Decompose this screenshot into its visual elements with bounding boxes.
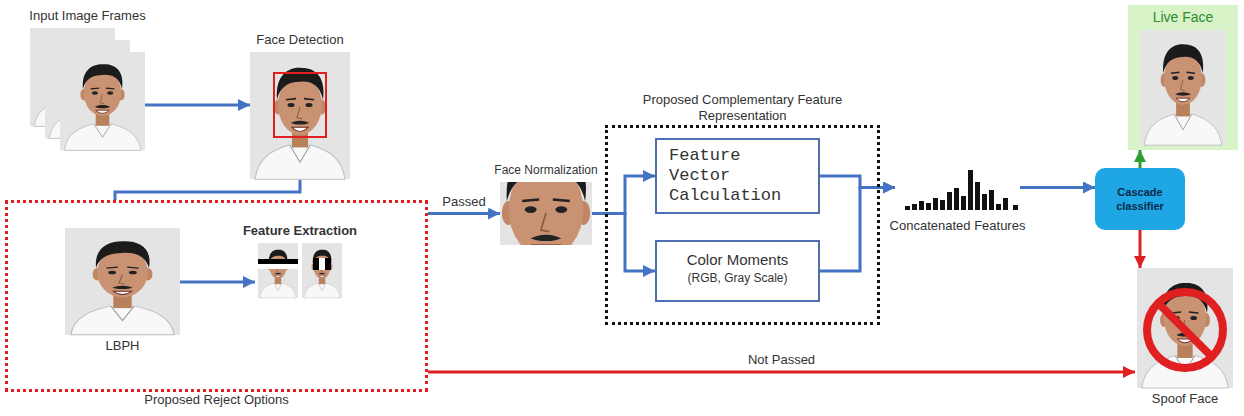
feature-region: Proposed Complementary Feature Represent… <box>605 125 880 325</box>
connector <box>115 180 300 200</box>
node-label: Proposed Complementary Feature Represent… <box>638 92 848 124</box>
node-label: Color Moments <box>663 250 812 270</box>
histogram <box>905 170 1018 210</box>
face-photo <box>1140 30 1226 145</box>
connector <box>820 188 895 272</box>
result-panel: Live Face <box>1128 5 1238 150</box>
face-photo <box>500 182 592 245</box>
connector <box>1020 186 1095 189</box>
connector <box>1139 150 1142 168</box>
face-photo <box>302 243 342 298</box>
connector <box>820 176 895 188</box>
reject-region: Proposed Reject OptionsLBPHFeature Extra… <box>5 200 428 392</box>
node-label: Proposed Reject Options <box>144 392 289 408</box>
image-panel: Feature Extraction <box>255 243 345 298</box>
edge-label: Not Passed <box>745 352 818 368</box>
face-photo <box>1137 268 1233 388</box>
face-photo <box>60 52 145 150</box>
node-label: Live Face <box>1128 5 1238 25</box>
haar-feature <box>258 258 331 270</box>
result-panel: Spoof Face <box>1135 268 1235 388</box>
connector <box>592 176 655 214</box>
classifier-box: Cascade classifier <box>1095 168 1185 230</box>
connector <box>592 214 655 272</box>
image-panel: LBPH <box>65 228 180 335</box>
node-label: Input Image Frames <box>29 8 145 24</box>
face-photo <box>258 243 298 298</box>
connector <box>428 371 1135 374</box>
image-panel: Face Detection <box>250 52 350 180</box>
connector <box>1139 230 1142 268</box>
node-label: Cascade classifier <box>1099 185 1181 213</box>
detection-box <box>274 73 326 137</box>
connector <box>145 104 250 107</box>
node-label: LBPH <box>106 338 140 354</box>
node-label: Face Normalization <box>494 162 597 178</box>
image-stack: Input Image Frames <box>30 28 145 150</box>
process-box: Color Moments(RGB, Gray Scale) <box>655 240 820 302</box>
connector <box>180 281 255 284</box>
node-label: Feature Vector Calculation <box>669 146 806 206</box>
node-label: Concatenated Features <box>890 218 1026 234</box>
edge-label: Passed <box>439 194 488 210</box>
node-label: Spoof Face <box>1152 391 1219 407</box>
normalized-face <box>500 182 592 245</box>
face-photo <box>65 228 180 335</box>
process-box: Feature Vector Calculation <box>655 138 820 214</box>
live-panel <box>1128 5 1238 150</box>
connector <box>428 212 500 215</box>
histogram-panel: Concatenated Features <box>895 160 1020 215</box>
node-label: Face Detection <box>256 32 343 48</box>
image-panel: Face Normalization <box>500 182 592 245</box>
prohibition-symbol <box>1147 292 1223 368</box>
node-label: Feature Extraction <box>243 223 357 239</box>
node-label: (RGB, Gray Scale) <box>663 270 812 286</box>
face-photo <box>250 52 350 179</box>
